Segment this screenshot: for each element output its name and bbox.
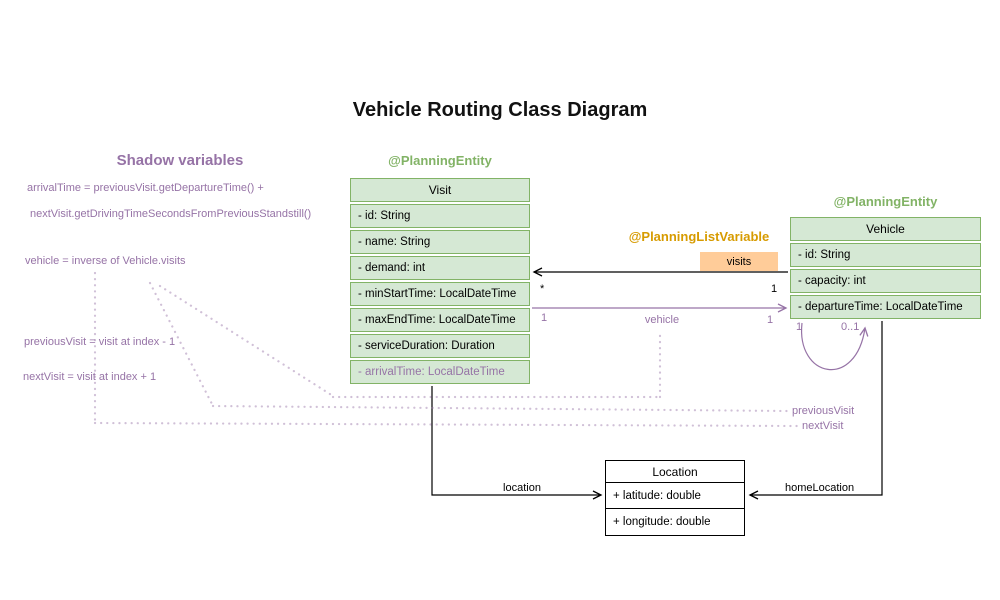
previous-visit-edge-label: previousVisit: [792, 405, 855, 417]
next-visit-edge-label: nextVisit: [802, 420, 844, 432]
shadow-note-arrivaltime-1: arrivalTime = previousVisit.getDeparture…: [27, 182, 264, 194]
visits-edge-label: visits: [700, 252, 778, 271]
self-loop-multiplicity-zero-one: 0..1: [841, 321, 860, 333]
visit-planning-entity-annotation: @PlanningEntity: [388, 153, 492, 168]
vehicle-planning-entity-annotation: @PlanningEntity: [833, 194, 938, 209]
shadow-note-previousvisit: previousVisit = visit at index - 1: [24, 336, 176, 348]
vehicle-multiplicity-right: 1: [767, 314, 774, 326]
visit-field-demand: - demand: int: [350, 256, 530, 280]
location-edge-label: location: [503, 482, 541, 494]
visit-field-id: - id: String: [350, 204, 530, 228]
visit-class-box: Visit - id: String - name: String - dema…: [350, 178, 530, 384]
location-association-line: [431, 386, 603, 500]
planning-list-variable-annotation: @PlanningListVariable: [628, 229, 770, 244]
visit-field-name: - name: String: [350, 230, 530, 254]
visit-field-minstarttime: - minStartTime: LocalDateTime: [350, 282, 530, 306]
vehicle-edge-label: vehicle: [644, 314, 680, 326]
diagram-title: Vehicle Routing Class Diagram: [352, 99, 648, 121]
visit-field-maxendtime: - maxEndTime: LocalDateTime: [350, 308, 530, 332]
location-class-name: Location: [606, 461, 744, 483]
visit-field-serviceduration: - serviceDuration: Duration: [350, 334, 530, 358]
visits-multiplicity-one: 1: [771, 283, 778, 295]
vehicle-field-departuretime: - departureTime: LocalDateTime: [790, 295, 981, 319]
vehicle-multiplicity-left: 1: [541, 312, 548, 324]
visits-multiplicity-star: *: [540, 283, 545, 295]
location-class-box: Location + latitude: double + longitude:…: [605, 460, 745, 536]
visit-class-name: Visit: [350, 178, 530, 202]
shadow-note-nextvisit: nextVisit = visit at index + 1: [23, 371, 157, 383]
location-field-latitude: + latitude: double: [606, 483, 744, 509]
vehicle-field-id: - id: String: [790, 243, 981, 267]
location-field-longitude: + longitude: double: [613, 516, 711, 528]
vehicle-class-box: Vehicle - id: String - capacity: int - d…: [790, 217, 981, 319]
visit-field-arrivaltime: - arrivalTime: LocalDateTime: [350, 360, 530, 384]
vehicle-field-capacity: - capacity: int: [790, 269, 981, 293]
shadow-variables-heading: Shadow variables: [116, 152, 244, 169]
vehicle-class-name: Vehicle: [790, 217, 981, 241]
home-location-edge-label: homeLocation: [785, 482, 855, 494]
self-loop-multiplicity-one: 1: [796, 321, 803, 333]
shadow-note-arrivaltime-2: nextVisit.getDrivingTimeSecondsFromPrevi…: [30, 208, 312, 220]
shadow-note-vehicle: vehicle = inverse of Vehicle.visits: [25, 255, 186, 267]
